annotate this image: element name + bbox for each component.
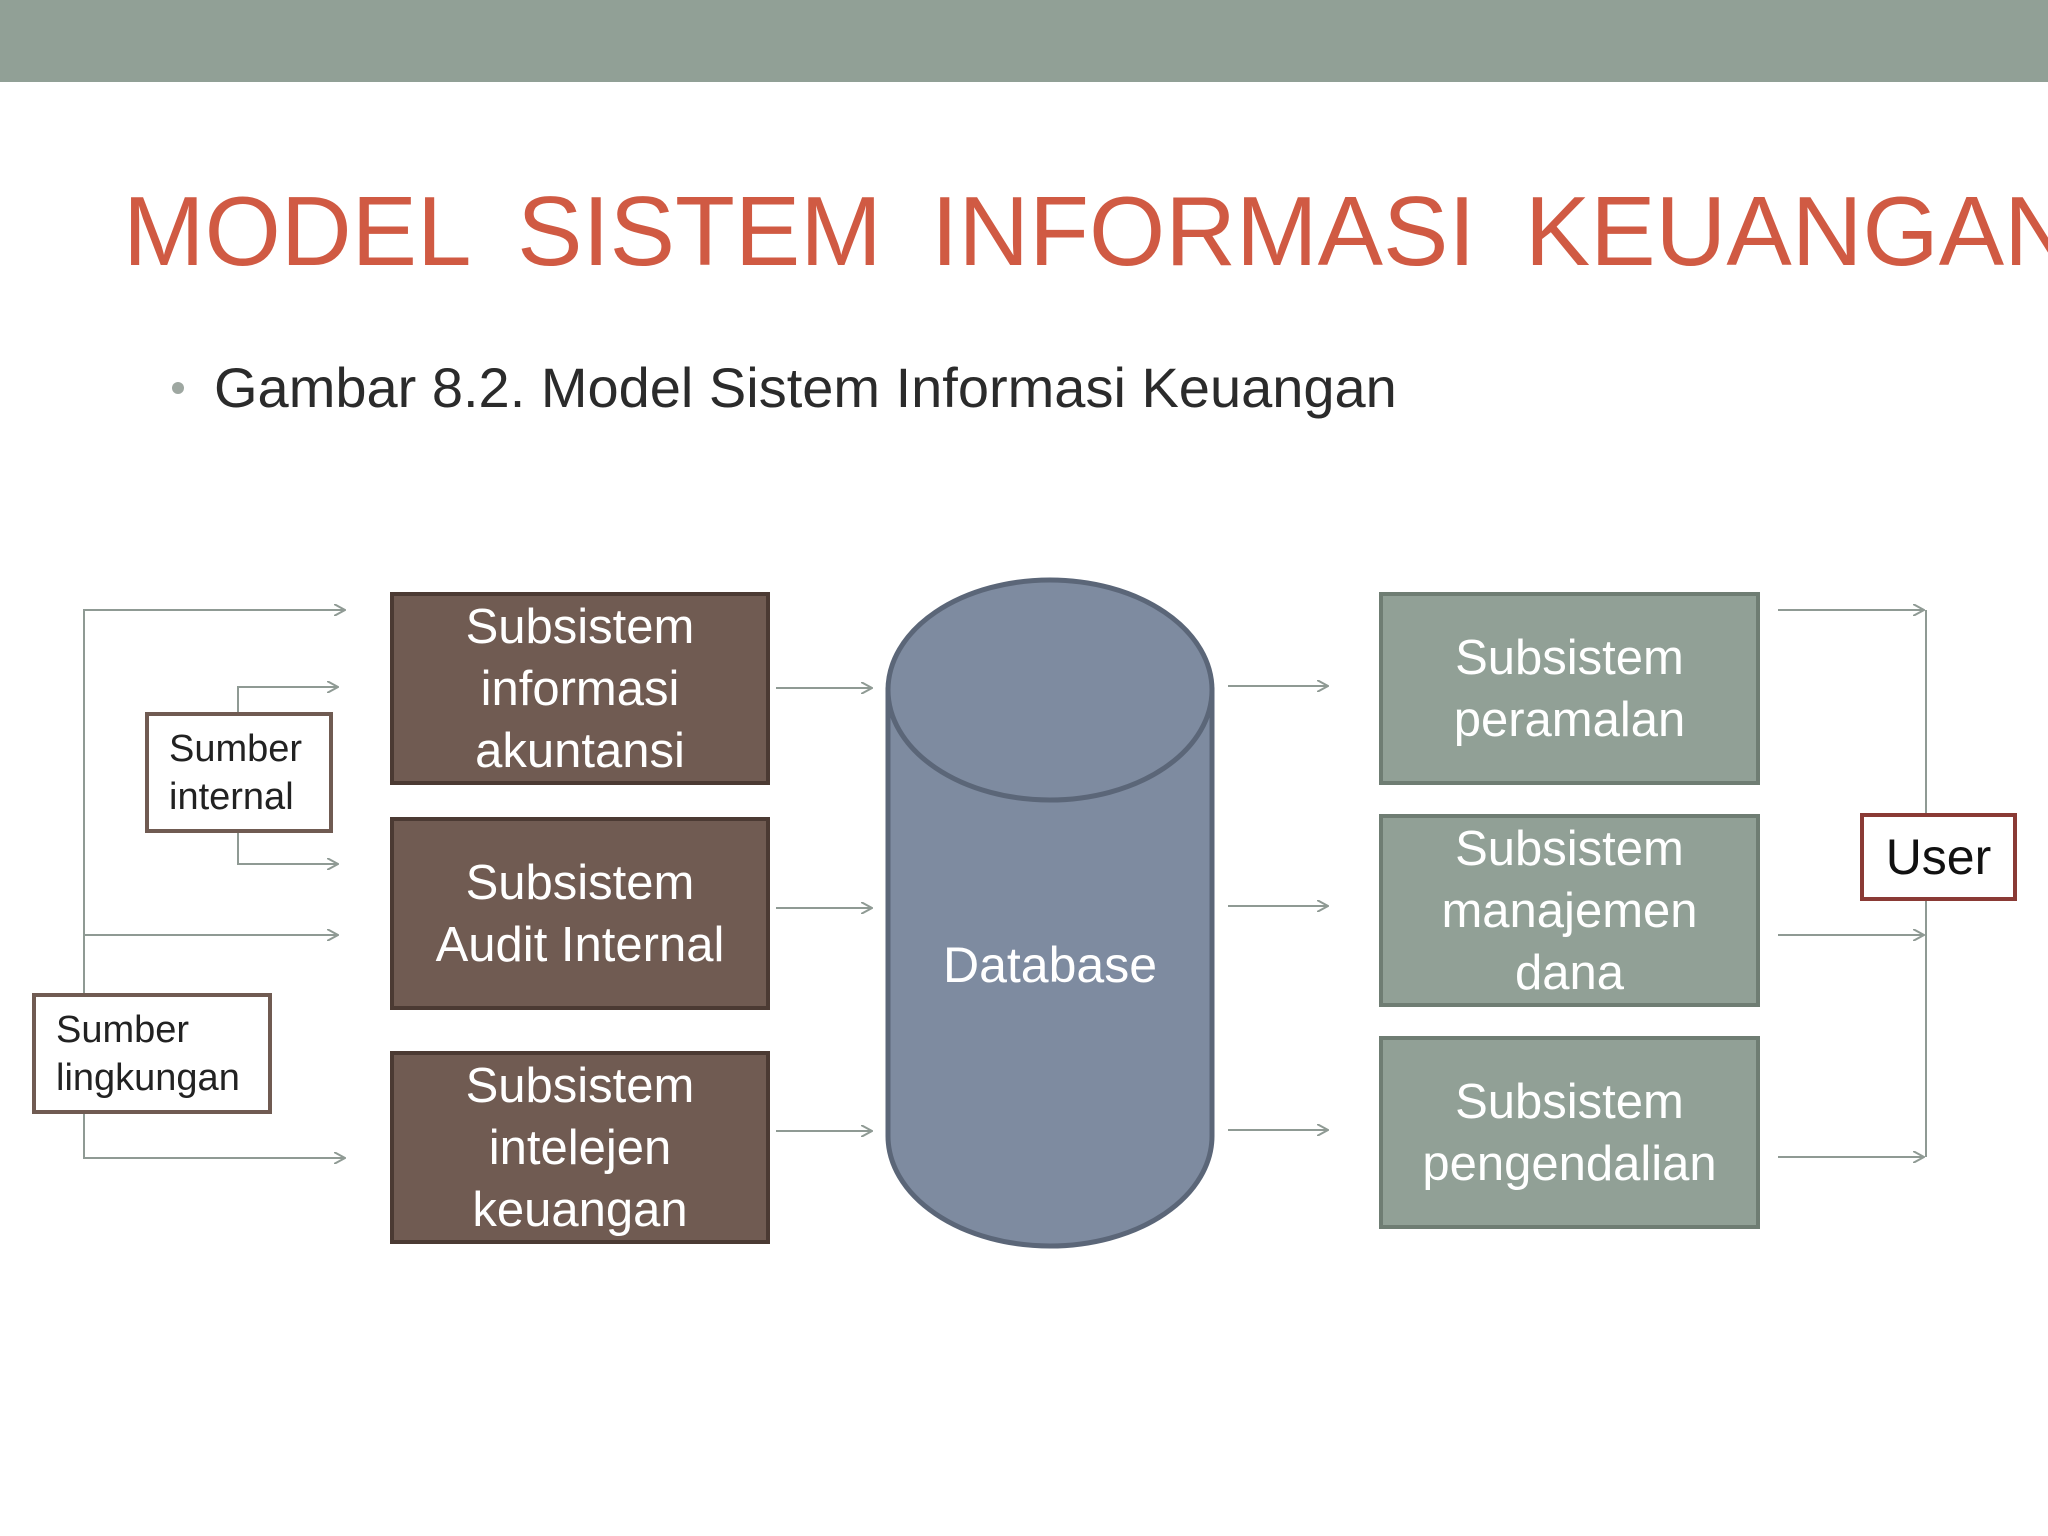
subsystem-funds-management-box: Subsistem manajemen dana	[1379, 814, 1760, 1007]
database-label: Database	[942, 937, 1158, 993]
subsystem-control-label: Subsistem pengendalian	[1422, 1074, 1717, 1191]
bullet-icon	[172, 382, 184, 395]
subsystem-funds-management-label: Subsistem manajemen dana	[1441, 821, 1698, 1000]
subsystem-accounting-box: Subsistem informasi akuntansi	[390, 592, 770, 785]
subsystem-internal-audit-label: Subsistem Audit Internal	[435, 855, 725, 972]
source-internal-label: Sumber internal	[169, 727, 303, 818]
source-internal-box: Sumber internal	[145, 712, 333, 833]
bullet-item: Gambar 8.2. Model Sistem Informasi Keuan…	[172, 354, 1397, 422]
internal-source-line	[237, 687, 338, 712]
source-environment-label: Sumber lingkungan	[56, 1008, 240, 1099]
subsystem-forecasting-label: Subsistem peramalan	[1453, 630, 1686, 747]
top-accent-bar	[0, 0, 2048, 82]
internal-source-line	[237, 833, 338, 864]
subsystem-control-box: Subsistem pengendalian	[1379, 1036, 1760, 1229]
slide-title: MODEL SISTEM INFORMASI KEUANGAN	[123, 176, 2048, 286]
bullet-text: Gambar 8.2. Model Sistem Informasi Keuan…	[214, 356, 1397, 419]
env-source-line	[83, 610, 345, 995]
subsystem-internal-audit-box: Subsistem Audit Internal	[390, 817, 770, 1010]
source-environment-box: Sumber lingkungan	[32, 993, 272, 1114]
user-box: User	[1860, 813, 2017, 901]
user-label: User	[1885, 829, 1992, 885]
database-cylinder	[885, 577, 1215, 1249]
subsystem-financial-intelligence-box: Subsistem intelejen keuangan	[390, 1051, 770, 1244]
subsystem-accounting-label: Subsistem informasi akuntansi	[465, 599, 695, 778]
subsystem-financial-intelligence-label: Subsistem intelejen keuangan	[465, 1058, 695, 1237]
env-source-line	[83, 1112, 345, 1158]
subsystem-forecasting-box: Subsistem peramalan	[1379, 592, 1760, 785]
